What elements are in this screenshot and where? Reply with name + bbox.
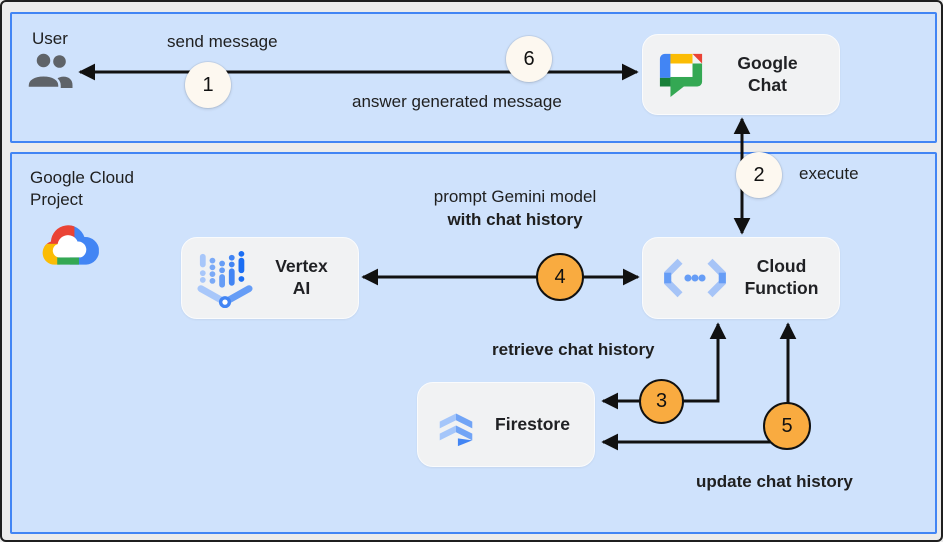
- node-vertex-ai: Vertex AI: [181, 237, 359, 319]
- flow-label-answer-generated-message: answer generated message: [352, 92, 562, 111]
- node-firestore: Firestore: [417, 382, 595, 467]
- step-badge-5: 5: [763, 402, 811, 450]
- firestore-icon: [433, 402, 479, 448]
- node-vertex-ai-label: Vertex AI: [275, 256, 328, 298]
- node-cloud-function: Cloud Function: [642, 237, 840, 319]
- flow-label-prompt-gemini-line2: with chat history: [447, 209, 583, 229]
- step-badge-2: 2: [736, 152, 782, 198]
- users-icon: [26, 51, 76, 89]
- vertex-ai-icon: [197, 248, 253, 308]
- step-badge-3: 3: [639, 379, 684, 424]
- flow-label-retrieve-chat-history: retrieve chat history: [492, 340, 655, 359]
- node-cloud-function-label: Cloud Function: [744, 256, 819, 298]
- step-badge-1: 1: [185, 62, 231, 108]
- google-cloud-icon: [39, 223, 99, 271]
- gcp-zone-label: Google Cloud Project: [30, 168, 134, 210]
- flow-label-update-chat-history: update chat history: [696, 472, 853, 491]
- flow-label-execute: execute: [799, 164, 859, 183]
- step-badge-6: 6: [506, 36, 552, 82]
- flow-label-prompt-gemini: prompt Gemini model with chat history: [390, 186, 640, 232]
- node-google-chat-label: Google Chat: [737, 52, 798, 95]
- google-chat-icon: [658, 52, 704, 98]
- flow-label-prompt-gemini-line1: prompt Gemini model: [433, 187, 597, 206]
- cloud-functions-icon: [658, 255, 732, 301]
- user-zone-label: User: [32, 29, 68, 48]
- step-badge-4: 4: [536, 253, 584, 301]
- flow-label-send-message: send message: [167, 32, 278, 51]
- node-firestore-label: Firestore: [495, 413, 570, 434]
- node-google-chat: Google Chat: [642, 34, 840, 115]
